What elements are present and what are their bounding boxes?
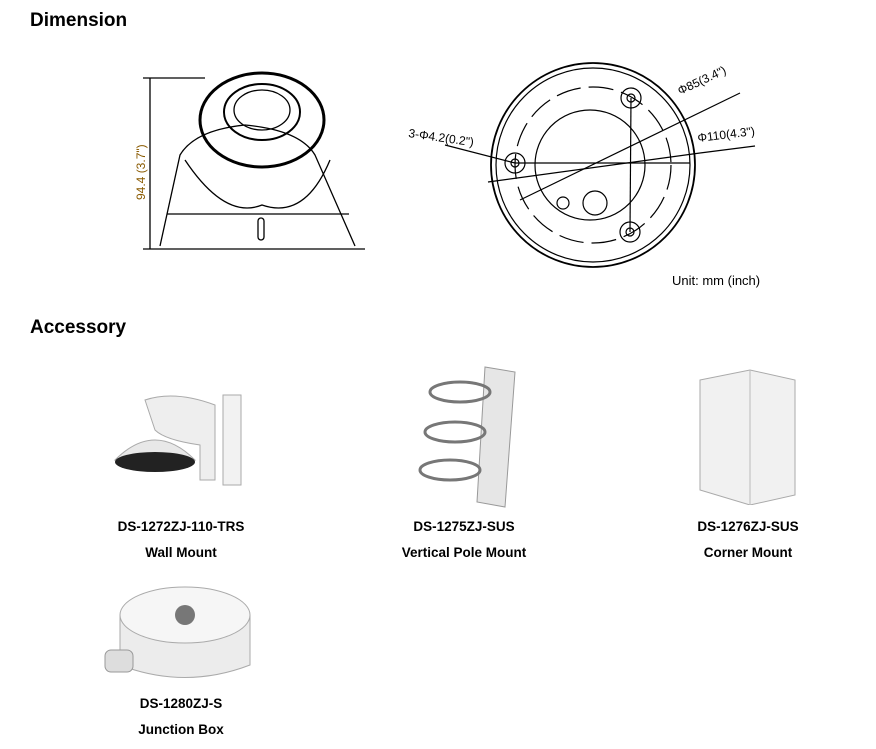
accessory-name: Corner Mount (703, 545, 793, 560)
accessory-name: Wall Mount (145, 545, 217, 560)
accessory-model: DS-1275ZJ-SUS (413, 519, 515, 534)
inner-diameter-label: Φ85(3.4") (675, 63, 728, 98)
accessory-model: DS-1280ZJ-S (139, 696, 223, 711)
section-title-dimension: Dimension (30, 10, 128, 31)
accessory-corner-mount: DS-1276ZJ-SUS Corner Mount (628, 514, 868, 566)
accessory-model: DS-1276ZJ-SUS (697, 519, 799, 534)
outer-diameter-label: Φ110(4.3") (697, 124, 756, 145)
junction-box-image (104, 586, 251, 678)
vertical-pole-mount-image (418, 366, 516, 508)
accessory-wall-mount: DS-1272ZJ-110-TRS Wall Mount (61, 514, 301, 566)
unit-note: Unit: mm (inch) (672, 273, 761, 288)
accessory-junction-box: DS-1280ZJ-S Junction Box (61, 691, 301, 743)
camera-side-view-drawing: 94.4 (3.7") (134, 71, 365, 250)
accessory-name: Junction Box (138, 722, 224, 737)
camera-bottom-view-drawing: 3-Φ4.2(0.2") Φ85(3.4") Φ110(4.3") (408, 62, 756, 268)
section-title-accessory: Accessory (30, 317, 127, 338)
hole-diameter-label: 3-Φ4.2(0.2") (408, 126, 475, 149)
accessory-vertical-pole-mount: DS-1275ZJ-SUS Vertical Pole Mount (344, 514, 584, 566)
wall-mount-image (113, 394, 242, 486)
accessory-model: DS-1272ZJ-110-TRS (117, 519, 245, 534)
accessory-name: Vertical Pole Mount (401, 545, 527, 560)
corner-mount-image (699, 369, 796, 505)
height-dimension-label: 94.4 (3.7") (134, 144, 148, 200)
